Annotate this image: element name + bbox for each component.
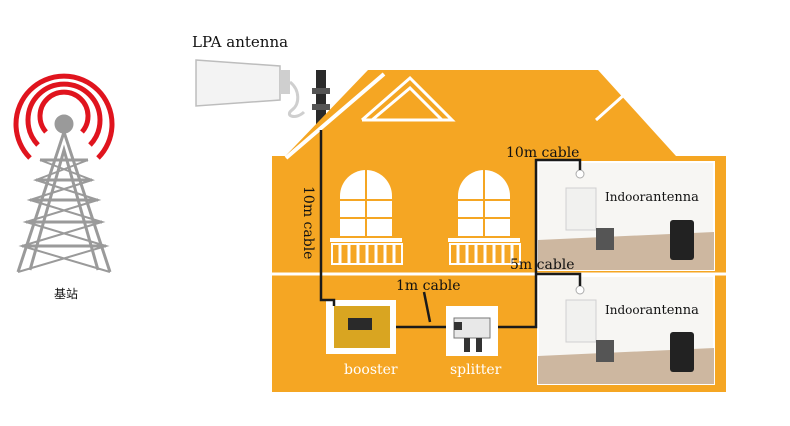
dormer — [594, 83, 670, 122]
indoor-antenna-label-lower: Indoorantenna — [605, 303, 699, 318]
cables — [319, 130, 582, 329]
base-station-label: 基站 — [54, 287, 79, 301]
lpa-antenna — [195, 59, 306, 118]
base-station-tower — [16, 114, 112, 273]
indoor-prefix: Indoor — [605, 190, 646, 204]
cable-1m-label: 1m cable — [396, 278, 461, 294]
splitter-label: splitter — [450, 362, 502, 378]
phone-icon — [670, 332, 694, 372]
roof-trim — [284, 72, 386, 160]
indoor-suffix: antenna — [645, 190, 699, 205]
room-upper — [537, 161, 715, 271]
indoor-prefix: Indoor — [605, 303, 646, 317]
splitter-device — [446, 306, 498, 356]
indoor-antenna-label-upper: Indoorantenna — [605, 190, 699, 205]
signal-arc-icon — [13, 73, 115, 160]
booster-label: booster — [344, 362, 398, 378]
window-right — [448, 170, 521, 265]
lpa-antenna-label: LPA antenna — [192, 33, 289, 51]
cable-10m-vertical-label: 10m cable — [300, 186, 316, 260]
indoor-suffix: antenna — [645, 303, 699, 318]
antenna-mast — [312, 70, 330, 130]
cable-10m-horizontal-label: 10m cable — [506, 145, 580, 161]
attic-vent — [361, 75, 456, 122]
room-lower — [537, 275, 715, 385]
cable-5m-label: 5m cable — [510, 257, 575, 273]
window-left — [330, 170, 403, 265]
booster-device — [326, 300, 396, 354]
phone-icon — [670, 220, 694, 260]
